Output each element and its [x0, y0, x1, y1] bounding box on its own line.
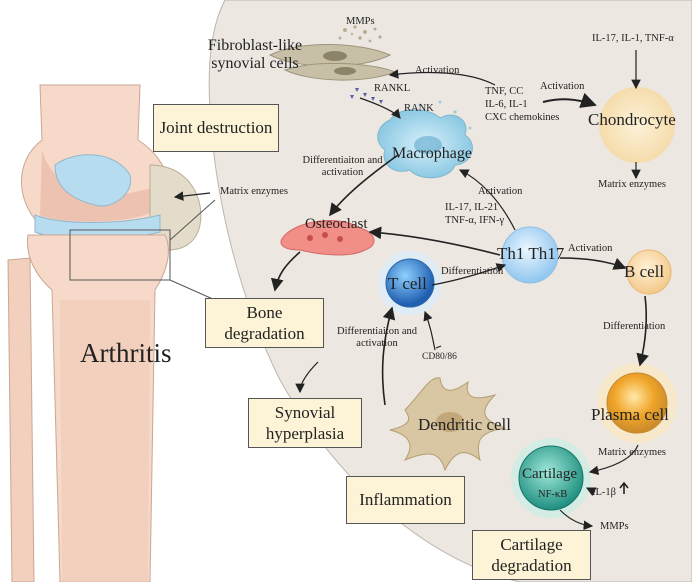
label-cartilage: Cartilage	[522, 466, 577, 482]
box-synovial-hyperplasia: Synovial hyperplasia	[248, 398, 362, 448]
th-cell-graphic	[501, 226, 559, 284]
label-rankl: RANKL	[374, 83, 411, 94]
label-rank: RANK	[404, 103, 434, 114]
label-th-cells: Th1 Th17	[497, 244, 565, 263]
label-macrophage: Macrophage	[392, 145, 472, 162]
label-matrix-enzymes-chondrocyte: Matrix enzymes	[598, 179, 666, 190]
label-t-cell: T cell	[388, 274, 427, 293]
dendritic-cell-graphic	[389, 377, 506, 472]
label-chondrocyte-cytokines: IL-17, IL-1, TNF-α	[592, 33, 674, 44]
label-activation-chondrocyte: Activation	[540, 81, 585, 92]
box-joint-destruction: Joint destruction	[153, 104, 279, 152]
label-cytokines-1: TNF, CC	[485, 86, 524, 97]
label-activation-bcell: Activation	[568, 243, 613, 254]
label-activation-fibroblast: Activation	[415, 65, 460, 76]
box-inflammation: Inflammation	[346, 476, 465, 524]
label-mmps-bottom: MMPs	[600, 521, 629, 532]
label-diff-activation-dendritic: Differentiaiton and activation	[337, 326, 417, 350]
chondrocyte-graphic	[599, 87, 675, 163]
label-th-cytokines-1: IL-17, IL-21	[445, 202, 499, 213]
fibroblast-cell-graphic	[268, 25, 397, 104]
label-nfkb: NF-κB	[538, 489, 568, 500]
t-cell-graphic	[378, 251, 442, 315]
label-cytokines-3: CXC chemokines	[485, 112, 560, 123]
label-matrix-enzymes-plasma: Matrix enzymes	[598, 447, 666, 458]
label-differentiation-b: Differentiation	[603, 321, 666, 332]
label-cytokines-2: IL-6, IL-1	[485, 99, 528, 110]
label-dendritic-cell: Dendritic cell	[418, 415, 511, 434]
plasma-cell-graphic	[597, 363, 677, 443]
label-il1b: IL-1β	[592, 487, 616, 498]
box-bone-degradation: Bone degradation	[205, 298, 324, 348]
label-osteoclast: Osteoclast	[305, 216, 368, 232]
knee-joint-illustration	[7, 84, 216, 582]
label-mmps-top: MMPs	[346, 16, 375, 27]
box-cartilage-degradation: Cartilage degradation	[472, 530, 591, 580]
label-fibroblast: Fibroblast-like synovial cells	[207, 37, 303, 73]
label-diff-activation-osteoclast: Differentiaiton and activation	[302, 155, 383, 179]
increase-arrow-icon	[619, 481, 629, 494]
osteoclast-graphic	[280, 220, 375, 256]
label-b-cell: B cell	[624, 262, 665, 281]
label-matrix-enzymes-left: Matrix enzymes	[220, 186, 288, 197]
label-activation-th: Activation	[478, 186, 523, 197]
label-cd80: CD80/86	[422, 352, 457, 362]
label-differentiation-t: Differentiation	[441, 266, 504, 277]
b-cell-graphic	[626, 249, 672, 295]
cartilage-cell-graphic	[511, 438, 591, 518]
label-chondrocyte: Chondrocyte	[588, 110, 676, 129]
label-plasma-cell: Plasma cell	[591, 405, 669, 424]
label-th-cytokines-2: TNF-α, IFN-γ	[445, 215, 505, 226]
macrophage-graphic	[377, 100, 473, 179]
arrows	[173, 50, 649, 531]
page-title: Arthritis	[80, 338, 172, 368]
